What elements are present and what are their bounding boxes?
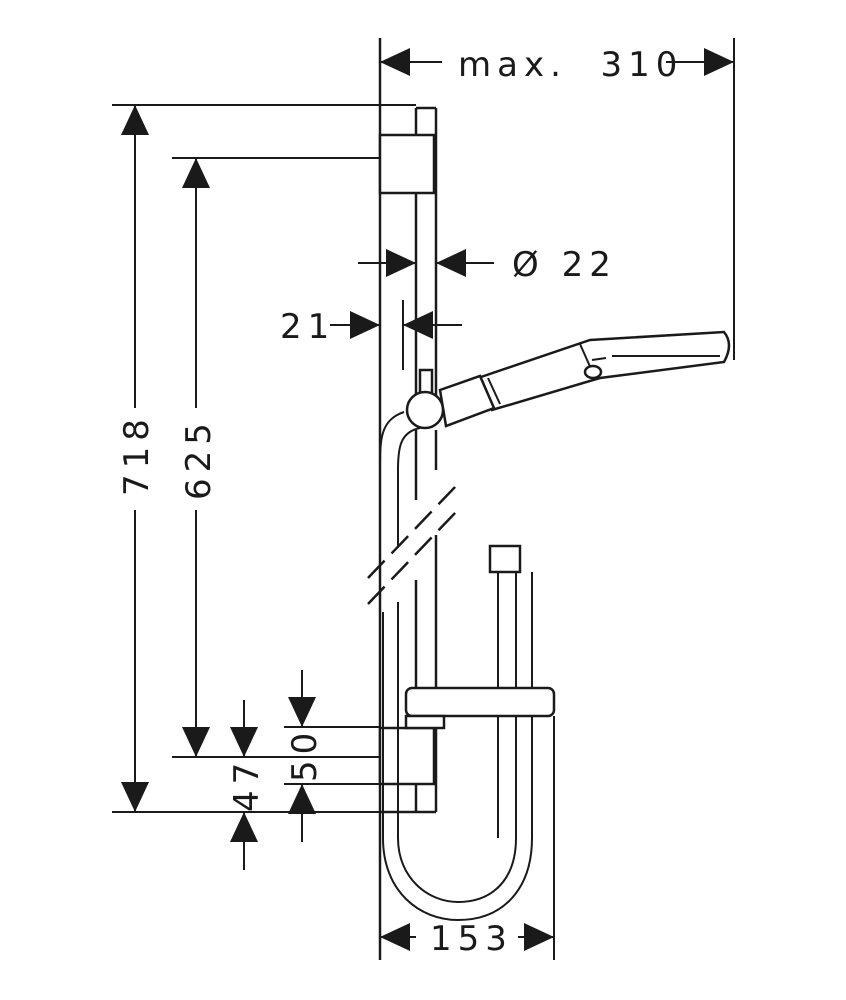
dimension-lines [112,38,735,960]
soap-shelf [404,686,556,730]
bottom-wall-bracket [378,726,436,786]
label-shelf-width-153: 153 [430,919,513,959]
arrow-47-bottom [230,812,258,842]
slider-knob [405,368,445,430]
label-total-height-718: 718 [117,413,157,496]
hand-shower [438,330,731,428]
arrow-625-bottom [182,727,210,757]
arrow-625-top [182,158,210,188]
arrow-718-top [121,105,149,135]
shower-set [367,38,731,960]
arrow-dia-left [386,249,416,277]
shower-hose [379,411,533,922]
label-wall-offset-21: 21 [280,307,335,347]
arrow-153-left [380,923,410,951]
arrow-max-right [704,48,734,76]
arrow-47-top [230,727,258,757]
arrow-21-left [350,311,380,339]
label-bracket-height-47: 47 [227,757,267,812]
arrow-50-bottom [288,784,316,814]
label-diameter-22: Ø 22 [512,245,617,285]
hose-connector [488,544,522,574]
arrow-718-bottom [121,782,149,812]
label-bracket-spacing-625: 625 [179,417,219,500]
label-bracket-height-50: 50 [285,727,325,782]
arrow-153-right [524,923,554,951]
top-wall-bracket [378,133,436,195]
label-max-310: max. 310 [458,45,683,85]
arrow-max-left [380,48,410,76]
arrow-50-top [288,697,316,727]
break-line-2 [367,511,457,605]
break-line-1 [367,485,457,579]
arrow-21-right [403,311,433,339]
arrow-dia-right [436,249,466,277]
